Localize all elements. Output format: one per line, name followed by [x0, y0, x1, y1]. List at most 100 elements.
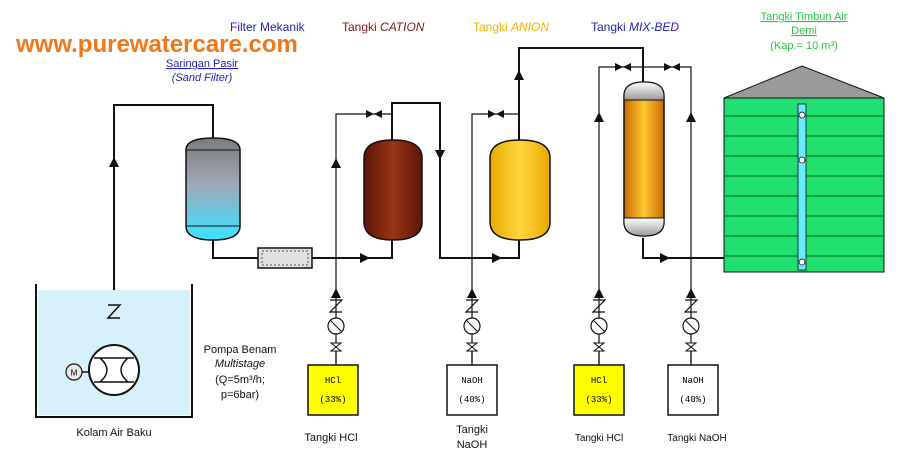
title-mixbed: Tangki MIX-BED [591, 20, 679, 34]
pump-label-line3: (Q=5m³/h; [215, 374, 265, 386]
pump-icon [88, 344, 140, 396]
chem-tank-2: NaOH (40%) [446, 351, 498, 416]
pump-label-line4: p=6bar) [221, 389, 259, 401]
sand-filter-vessel [185, 128, 241, 241]
pipe-cation-to-anion [391, 102, 520, 259]
valve-cation-bypass [366, 110, 382, 118]
arrow-up-pump [109, 157, 119, 167]
dosing-assembly-2 [463, 299, 481, 352]
dosing-assembly-3 [590, 299, 608, 352]
mech-filter-body [257, 247, 313, 269]
pipe-mixbed-to-storage [642, 238, 725, 259]
title-cation-name: CATION [380, 20, 425, 34]
valve-mixbed-hcl [615, 63, 631, 71]
title-storage-line2: Demi [791, 25, 817, 37]
pool-walls [35, 284, 193, 418]
cation-tank [363, 139, 423, 241]
sand-filter-body [185, 137, 241, 241]
chem-tank-2-label-line2: NaOH [457, 439, 488, 451]
mixbed-bottom-cap [623, 217, 665, 237]
arrow-right-mixbed-out [660, 253, 670, 263]
title-anion: Tangki ANION [473, 20, 549, 34]
chem-tank-4-body [667, 364, 719, 416]
chem-tank-2-label-line1: Tangki [456, 424, 488, 436]
title-cation-prefix: Tangki [342, 20, 377, 34]
watermark: www.purewatercare.com [15, 31, 298, 58]
storage-roof [723, 65, 885, 99]
pump-label-line1: Pompa Benam [204, 344, 277, 356]
chem-tank-2-body [446, 364, 498, 416]
mixbed-tank [623, 81, 665, 237]
flow-arrows [109, 70, 696, 298]
chem-tank-3: HCl (33%) [573, 351, 625, 416]
anion-tank-body [489, 139, 551, 241]
storage-sensor-mid [798, 156, 806, 164]
arrow-up-chem-1 [331, 288, 341, 298]
chem-tank-3-conc: (33%) [585, 395, 612, 405]
chem-tank-4-conc: (40%) [679, 395, 706, 405]
cation-tank-body [363, 139, 423, 241]
arrow-up-mixbed-naoh [686, 112, 696, 122]
motor-label: M [71, 369, 78, 378]
dosing-assembly-4 [682, 299, 700, 352]
pool-label: Kolam Air Baku [76, 427, 151, 439]
raw-water-pool: M [35, 284, 193, 418]
pipe-mech-to-cation [312, 240, 393, 259]
chem-tank-4-chem: NaOH [682, 376, 704, 386]
title-cation: Tangki CATION [342, 20, 425, 34]
storage-level-tube [797, 103, 807, 271]
chem-tank-1-label: Tangki HCl [304, 432, 357, 444]
dosing-assembly-1 [327, 299, 345, 352]
pipe-sand-to-mech [212, 238, 258, 259]
valves [366, 63, 680, 118]
chem-tank-2-conc: (40%) [458, 395, 485, 405]
title-anion-prefix: Tangki [473, 20, 508, 34]
pump-check-valve [106, 304, 122, 319]
chem-tank-3-label: Tangki HCl [575, 433, 623, 444]
labels: Filter Mekanik Tangki CATION Tangki ANIO… [15, 11, 848, 451]
arrow-up-cation-bypass [331, 158, 341, 168]
chem-tank-1-body [307, 364, 359, 416]
title-mixbed-name: MIX-BED [629, 20, 679, 34]
arrow-up-chem-2 [467, 288, 477, 298]
title-sand-line1: Saringan Pasir [166, 58, 238, 70]
chem-tank-2-chem: NaOH [461, 376, 483, 386]
arrow-right-pipe-2 [492, 253, 502, 263]
valve-anion-bypass [488, 110, 504, 118]
chem-tank-3-body [573, 364, 625, 416]
arrow-up-chem-4 [686, 288, 696, 298]
chem-tank-4: NaOH (40%) [667, 351, 719, 416]
anion-tank [489, 139, 551, 241]
arrow-down-cation-anion [435, 150, 445, 160]
pump-label-line2: Multistage [215, 358, 265, 370]
valve-mixbed-naoh [664, 63, 680, 71]
title-storage-line3: (Kap.= 10 m³) [770, 40, 838, 52]
storage-sensor-top [798, 111, 806, 119]
chem-tank-3-chem: HCl [591, 376, 607, 386]
mechanical-filter [257, 247, 313, 269]
arrow-up-chem-3 [594, 288, 604, 298]
storage-sensor-bottom [798, 258, 806, 266]
pipe-mixbed-regen-naoh [643, 66, 692, 380]
chem-tank-1: HCl (33%) [307, 351, 359, 416]
arrow-right-pipe [360, 253, 370, 263]
mixbed-top-cap [623, 81, 665, 101]
title-sand-line2: (Sand Filter) [172, 72, 233, 84]
arrow-up-anion-out [514, 70, 524, 80]
title-mixbed-prefix: Tangki [591, 20, 626, 34]
mech-filter-mesh [261, 250, 309, 266]
arrow-up-mixbed-hcl [594, 112, 604, 122]
pipe-pump-to-sand [113, 104, 214, 405]
title-storage-line1: Tangki Timbun Air [761, 11, 848, 23]
piping [113, 47, 725, 405]
mixbed-tank-body [623, 81, 665, 237]
chem-tank-1-chem: HCl [325, 376, 341, 386]
chem-tank-4-label: Tangki NaOH [667, 433, 726, 444]
motor-icon [65, 363, 83, 381]
pump-impeller [94, 357, 134, 383]
title-anion-name: ANION [510, 20, 549, 34]
title-filter-mekanik: Filter Mekanik [230, 20, 306, 34]
pipe-anion-to-mixbed [518, 47, 644, 140]
chem-tank-1-conc: (33%) [319, 395, 346, 405]
